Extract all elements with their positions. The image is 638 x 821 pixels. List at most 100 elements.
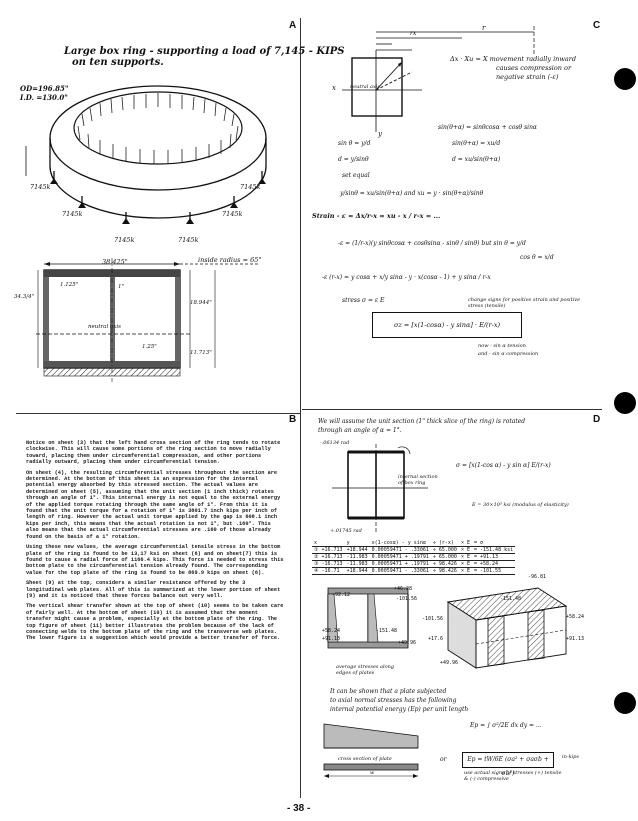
table-header: x(1-cosα) - y sinα: [369, 540, 431, 547]
table-cell: ② +16.713: [312, 553, 345, 561]
table-row: ③ -16.713 -11.983 0.00059471 + .19791 ÷ …: [312, 560, 516, 568]
internal-section-note: internal section of box ring: [398, 474, 438, 486]
load-label-4: 7145k: [222, 210, 243, 218]
table-cell: ④ -16.71: [312, 567, 345, 575]
table-row: ② +16.713 -11.983 0.00059471 + .19791 ÷ …: [312, 553, 516, 561]
paragraph-1: Notice on sheet (3) that the left hand c…: [26, 440, 281, 466]
outer-diameter-label: OD=196.85": [20, 84, 69, 93]
eq-strain-simplified: -ε (r-x) = y cosα + x/y sinα - y · x(cos…: [322, 274, 491, 281]
punch-hole-top: [614, 68, 636, 90]
table-cell: ÷ 65.000: [430, 546, 459, 554]
table-row: ① +16.713 +18.944 0.00059471 - .33061 ÷ …: [312, 546, 516, 554]
left-diagram-val-3: -101.56: [396, 596, 418, 602]
inner-diameter-label: I.D. =130.0": [20, 93, 68, 102]
table-cell: 0.00059471 - .33061: [369, 546, 431, 554]
units-label: in-kips: [562, 754, 579, 760]
table-cell: × E: [458, 546, 472, 554]
ring-title-line2: on ten supports.: [72, 57, 164, 68]
table-cell: 0.00059471 - .33061: [369, 567, 431, 575]
load-label-6: 7145k: [178, 236, 199, 244]
w-dim-label: w: [370, 770, 375, 776]
r-label: r: [482, 24, 486, 32]
table-cell: × E: [458, 560, 472, 568]
load-label-2: 7145k: [240, 183, 261, 191]
eq-d-def: d = y/sinθ: [338, 156, 369, 163]
thick-dim-3: 1.25": [142, 344, 157, 350]
left-diagram-val-5: +91.13: [322, 636, 341, 642]
table-header: y: [344, 540, 370, 547]
rotation-intro-2: through an angle of α = 1°.: [318, 427, 402, 434]
left-diagram-val-1: -92.12: [332, 592, 351, 598]
paragraph-3: Using these new values, the average circ…: [26, 544, 284, 576]
table-cell: ÷ 65.000: [430, 553, 459, 561]
table-cell: 0.00059471 + .19791: [369, 560, 431, 568]
load-label-3: 7145k: [62, 210, 83, 218]
energy-statement-1: It can be shown that a plate subjected: [330, 688, 447, 695]
load-label-1: 7145k: [30, 183, 51, 191]
energy-statement-2: to axial normal stresses has the followi…: [330, 697, 457, 704]
right-diagram-val-3: +58.24: [566, 614, 585, 620]
table-cell: = -151.48 ksi: [471, 546, 516, 554]
table-cell: 0.00059471 + .19791: [369, 553, 431, 561]
neutral-axis-label-a: neutral axis: [88, 324, 121, 330]
rotation-geometry-diagram: [342, 26, 535, 132]
ring-title-line1: Large box ring - supporting a load of 7,…: [64, 46, 345, 57]
rotated-section-diagram: [332, 444, 428, 532]
quadrant-label-c: C: [593, 20, 601, 31]
table-row: ④ -16.71 +18.944 0.00059471 - .33061 ÷ 9…: [312, 567, 516, 575]
table-header: x: [312, 540, 345, 547]
right-diagram-val-7: +49.96: [440, 660, 459, 666]
paragraph-5: The vertical shear transfer shown at the…: [26, 603, 284, 642]
box-width-dim: 38.425": [102, 258, 128, 266]
left-diagram-val-7: +49.96: [398, 640, 417, 646]
stress-line: stress σ = ε E: [342, 297, 385, 304]
average-stress-note: average stresses along edges of plates: [336, 664, 395, 676]
isometric-stress-block: [446, 587, 568, 669]
movement-note-2: causes compression or: [496, 64, 572, 72]
right-diagram-val-5: +17.6: [428, 636, 444, 642]
movement-note-3: negative strain (-ε): [496, 73, 559, 81]
stress-sign-note: change signs for positive strain and pos…: [468, 297, 581, 309]
left-diagram-val-2: +46.28: [394, 586, 413, 592]
load-label-5: 7145k: [114, 236, 135, 244]
eq-strain: Strain - ε = Δx/r-x = xu - x / r-x = ...: [312, 212, 441, 220]
table-cell: = -101.55: [471, 567, 516, 575]
page-number: - 38 -: [287, 803, 311, 814]
cross-section-label: cross section of plate: [338, 756, 392, 762]
paragraph-4: Sheet (9) at the top, considers a simila…: [26, 580, 281, 599]
box-height-dim: 34.3/4": [14, 294, 35, 300]
table-cell: +18.944: [344, 546, 370, 554]
paragraph-2: On sheet (4), the resulting circumferent…: [26, 469, 281, 540]
note-tension: now - sin α tension: [478, 343, 526, 349]
movement-note-1: Δx · Xu = X movement radially inward: [450, 55, 577, 63]
vertical-divider: [300, 18, 301, 798]
eq-sin-theta: sin θ = y/d: [338, 140, 371, 147]
stress-table: x y x(1-cosα) - y sinα ÷ (r-x) × E = σ ①…: [312, 540, 516, 575]
or-label: or: [440, 756, 447, 763]
table-cell: = +91.13: [471, 553, 516, 561]
right-dim-2: 11.713": [190, 350, 212, 356]
eq-d-alt: d = xu/sin(θ+α): [452, 156, 501, 163]
note-compression: and - sin α compression: [478, 351, 539, 357]
text-body: Notice on sheet (3) that the left hand c…: [26, 440, 284, 642]
table-header: × E: [458, 540, 472, 547]
thick-dim-1: 1.125": [60, 282, 79, 288]
energy-statement-3: internal potential energy (Ep) per unit …: [330, 706, 469, 713]
thick-dim-2: 1": [118, 284, 125, 290]
eq-cos-theta: cos θ = x/d: [520, 254, 554, 261]
right-diagram-val-1: -96.81: [528, 574, 547, 580]
table-cell: ① +16.713: [312, 546, 345, 554]
table-header-row: x y x(1-cosα) - y sinα ÷ (r-x) × E = σ: [312, 540, 516, 547]
rx-label: rx: [410, 30, 417, 37]
modulus-equation: E = 30×10³ ksi (modulus of elasticity): [472, 502, 569, 508]
table-cell: +18.944: [344, 567, 370, 575]
table-header: = σ: [471, 540, 516, 547]
left-diagram-val-4: +58.24: [322, 628, 341, 634]
table-cell: ÷ 98.426: [430, 560, 459, 568]
quadrant-label-a: A: [289, 20, 297, 31]
rotation-intro-1: We will assume the unit section (1" thic…: [318, 418, 526, 425]
table-cell: ÷ 98.426: [430, 567, 459, 575]
table-cell: = +58.24: [471, 560, 516, 568]
table-header: ÷ (r-x): [430, 540, 459, 547]
energy-sign-note: use actual signs of stresses (+) tensile…: [464, 770, 562, 782]
